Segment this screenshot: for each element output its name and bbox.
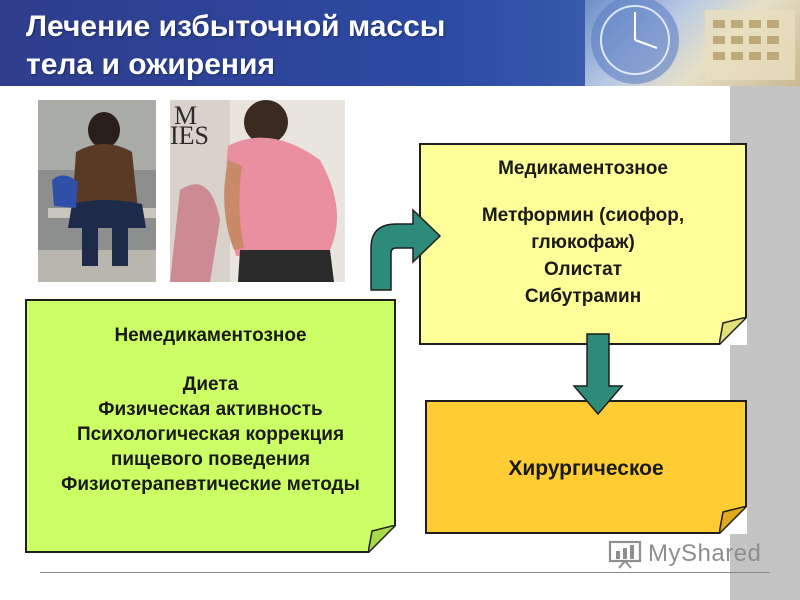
slide-title-line-2: тела и ожирения [26, 48, 275, 81]
nondrug-treatment-title: Немедикаментозное [114, 325, 307, 346]
nondrug-treatment-card: Немедикаментозное Диета Физическая актив… [25, 299, 396, 553]
slide-title-line-1: Лечение избыточной массы [26, 10, 446, 43]
nondrug-item: Физическая активность [98, 399, 323, 420]
slide-header: Лечение избыточной массы тела и ожирения [0, 0, 800, 86]
nondrug-item: Психологическая коррекция [76, 424, 345, 445]
down-arrow-icon [572, 333, 624, 416]
card-fold-corner [368, 525, 396, 553]
header-decorative-image [585, 0, 800, 86]
nondrug-item: Диета [182, 374, 239, 395]
nondrug-item: пищевого поведения [110, 449, 311, 470]
drug-treatment-card: Медикаментозное Метформин (сиофор, глюко… [419, 143, 747, 345]
card-fold-corner [719, 506, 747, 534]
photo-person-sitting [38, 100, 156, 282]
clock-calculator-image [591, 0, 795, 84]
drug-item: Сибутрамин [524, 286, 642, 307]
footer-divider [40, 572, 770, 573]
nondrug-item: Физиотерапевтические методы [61, 474, 360, 495]
curved-up-right-arrow-icon [370, 208, 442, 291]
drug-item: глюкофаж) [531, 232, 635, 253]
drug-treatment-title: Медикаментозное [498, 158, 668, 179]
slide-title: Лечение избыточной массы тела и ожирения [26, 8, 546, 84]
chart-presentation-icon [608, 540, 642, 569]
brand-watermark: MyShared [608, 536, 761, 572]
photo-person-standing: M IES [170, 100, 345, 282]
background-sign-text: M [174, 101, 197, 130]
drug-item: Олистат [543, 259, 623, 280]
drug-item: Метформин (сиофор, [481, 205, 685, 226]
surgical-treatment-title: Хирургическое [508, 457, 664, 480]
card-fold-corner [719, 317, 747, 345]
background-sign-text-2: IES [170, 121, 209, 150]
brand-name: MyShared [648, 540, 762, 567]
